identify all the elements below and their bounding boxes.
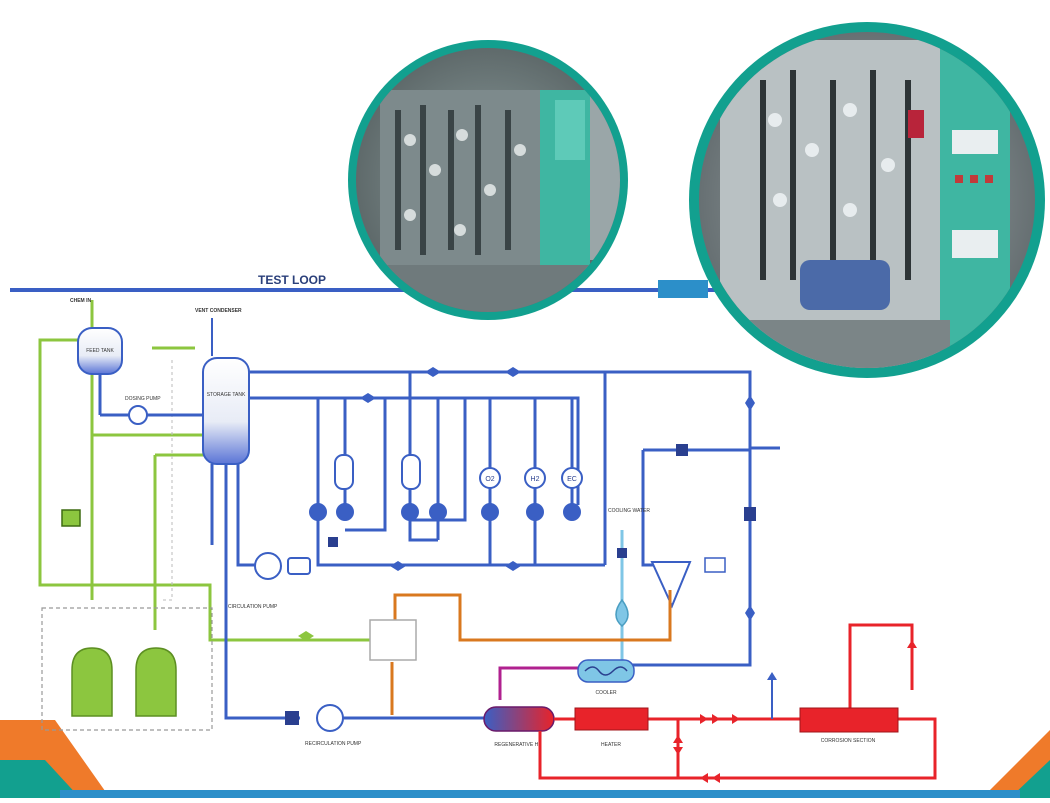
- sensor-cells: [309, 454, 583, 521]
- chem-in-label: CHEM IN: [70, 298, 92, 304]
- cell-o2-label: O2: [485, 476, 494, 483]
- circulation-pump-label: CIRCULATION PUMP: [228, 604, 278, 610]
- svg-text:FEED TANK: FEED TANK: [86, 348, 114, 354]
- recirculation-pump-label: RECIRCULATION PUMP: [305, 741, 362, 747]
- recirculation-pump: [316, 704, 344, 732]
- test-loop-header: TEST LOOP: [10, 273, 760, 298]
- feed-tank: FEED TANK: [77, 327, 123, 375]
- svg-text:STORAGE TANK: STORAGE TANK: [207, 392, 246, 398]
- orange-line: [393, 590, 672, 650]
- cooler-label: COOLER: [595, 690, 617, 696]
- cyclone-filter: [650, 561, 692, 609]
- circulation-pump: [254, 552, 282, 580]
- cell-ec-label: EC: [567, 476, 577, 483]
- corrosion-section: [799, 707, 899, 733]
- gas-bottle-enclosure: [41, 607, 213, 731]
- green-valve-box: [61, 509, 81, 527]
- cooler: [577, 659, 635, 683]
- regenerative-hx: [483, 706, 555, 732]
- gas-bottle-right: [135, 647, 177, 717]
- gas-bottles: [71, 647, 177, 717]
- cooling-drop: [615, 598, 629, 627]
- photo-left: [348, 40, 628, 320]
- photo-right: [689, 22, 1045, 378]
- cell-h2-label: H2: [531, 476, 540, 483]
- corrosion-label: CORROSION SECTION: [821, 738, 876, 744]
- dosing-pump-label: DOSING PUMP: [125, 396, 161, 402]
- mixing-vessel: [369, 619, 417, 661]
- test-loop-title: TEST LOOP: [258, 273, 326, 287]
- storage-tank: STORAGE TANK: [202, 357, 250, 465]
- dosing-pump: [128, 405, 148, 425]
- loop-valves: [360, 367, 755, 621]
- footer-decoration: [0, 720, 1050, 798]
- gas-bottle-left: [71, 647, 113, 717]
- heater: [574, 707, 649, 731]
- regen-label: REGENERATIVE HX: [494, 742, 542, 748]
- cooling-water-label: COOLING WATER: [608, 508, 650, 514]
- vent-label: VENT CONDENSER: [195, 308, 242, 314]
- heater-label: HEATER: [601, 742, 621, 748]
- red-hot-lines: [538, 623, 937, 780]
